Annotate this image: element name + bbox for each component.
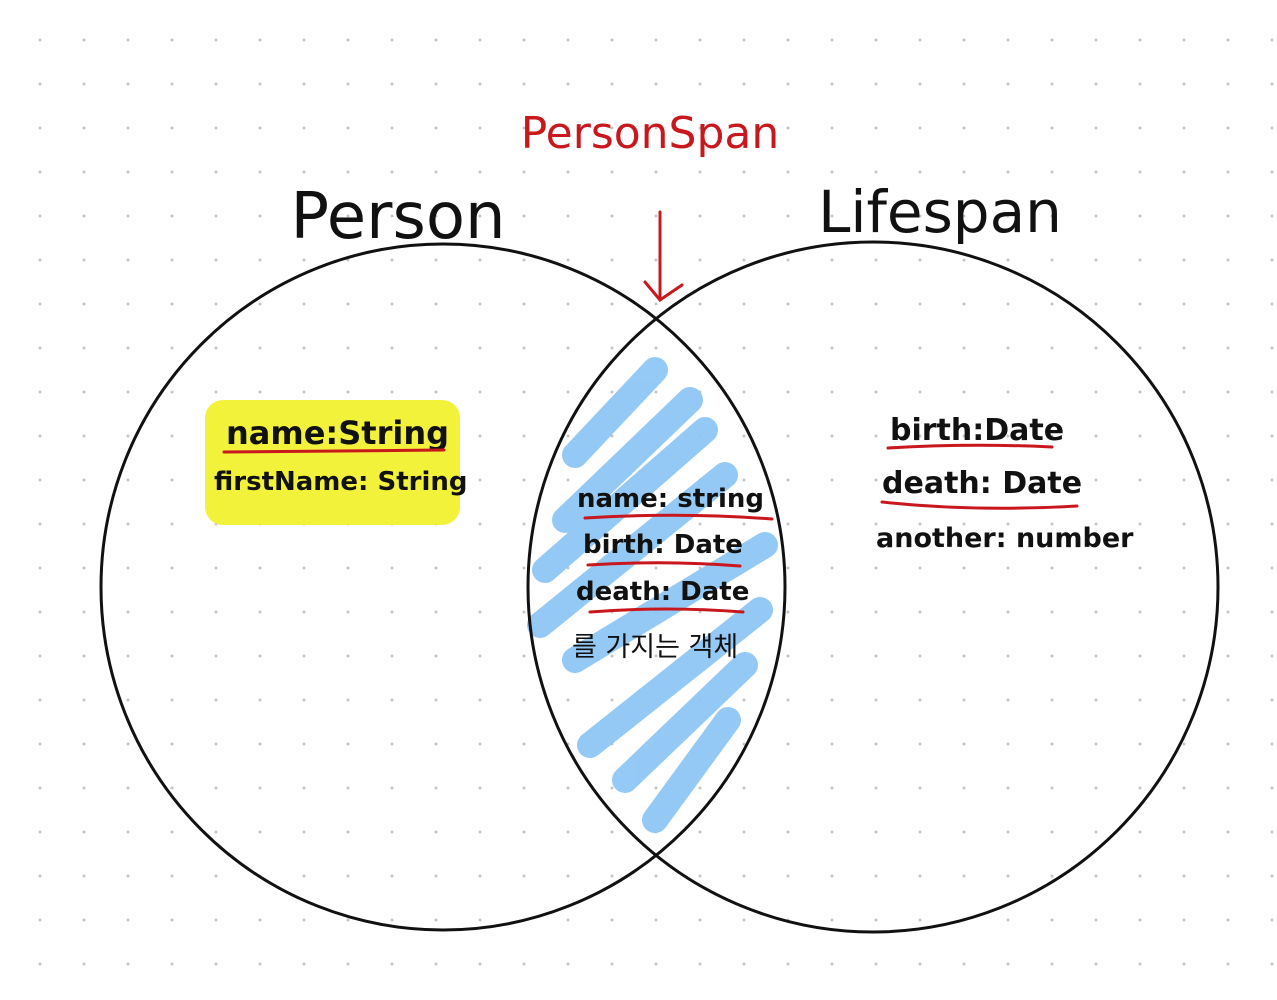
intersection-field-name-underline — [583, 513, 774, 521]
intersection-caption: 를 가지는 객체 — [572, 632, 738, 663]
person-span-label: PersonSpan — [521, 108, 780, 159]
person-fields-highlight — [205, 400, 460, 525]
person-set-title: Person — [290, 180, 505, 254]
person-circle — [99, 242, 787, 932]
intersection-field-birth: birth: Date — [583, 530, 743, 560]
person-field-name: name:String — [226, 414, 449, 452]
lifespan-field-birth-underline — [886, 443, 1054, 450]
lifespan-circle — [526, 240, 1220, 934]
lifespan-set-title: Lifespan — [818, 178, 1062, 246]
intersection-field-death-underline — [588, 607, 745, 614]
intersection-field-name: name: string — [577, 484, 764, 514]
lifespan-field-another: another: number — [876, 523, 1134, 554]
person-field-name-underline — [222, 448, 446, 454]
down-arrow-icon — [643, 210, 684, 303]
lifespan-field-birth: birth:Date — [890, 413, 1064, 448]
person-field-firstname: firstName: String — [214, 467, 468, 497]
intersection-hatching — [527, 357, 778, 833]
lifespan-field-death-underline — [880, 500, 1079, 510]
intersection-field-birth-underline — [586, 561, 742, 568]
intersection-field-death: death: Date — [576, 577, 749, 607]
lifespan-field-death: death: Date — [882, 466, 1082, 501]
